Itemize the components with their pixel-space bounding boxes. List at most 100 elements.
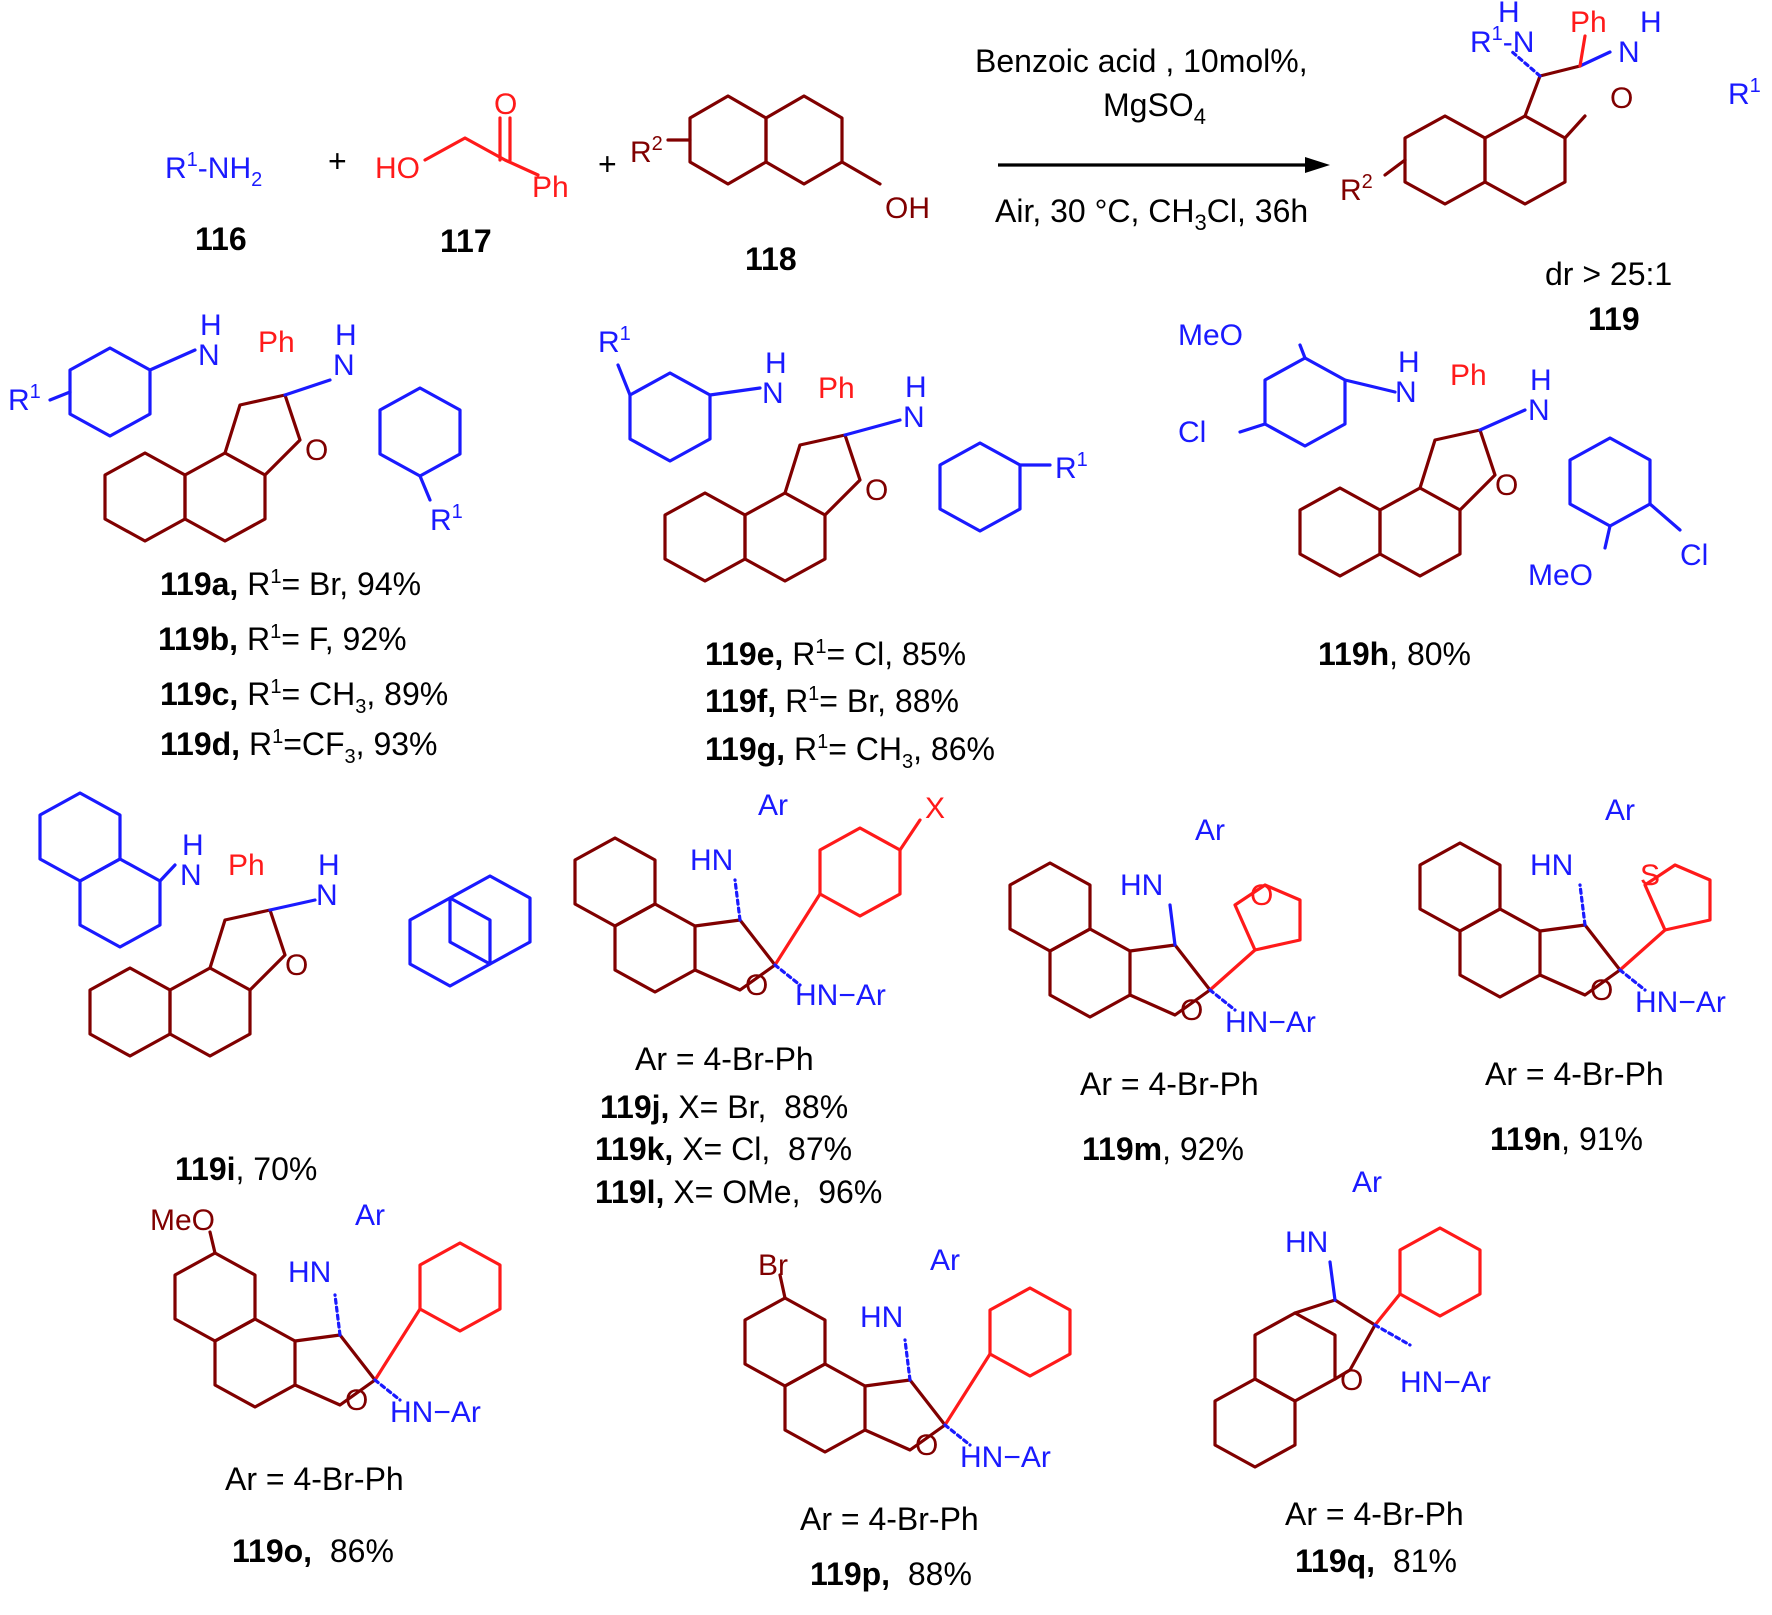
ketone-o: O: [494, 88, 517, 121]
o: O: [285, 949, 308, 982]
caption-119k: 119k, X= Cl, 87%: [595, 1131, 852, 1167]
caption-119d: 119d, R1=CF3, 93%: [160, 726, 437, 768]
naphthyl-right-b: [448, 874, 532, 966]
ketone-chain: [423, 136, 540, 177]
caption-119c: 119c, R1= CH3, 89%: [160, 676, 448, 718]
caption-119p: Ar = 4-Br-Ph 119p, 88%: [800, 1501, 979, 1592]
nh-bond-right: [1478, 408, 1527, 432]
ar-def-119o: Ar = 4-Br-Ph: [225, 1461, 404, 1497]
naph-ring-a: [173, 1251, 257, 1343]
product-h-2: H: [1640, 6, 1662, 39]
product-ring-b: [1483, 114, 1567, 206]
naph-ring-a: [573, 836, 657, 928]
furyl-ring: [1233, 883, 1302, 952]
hn-bond-bottom: [1208, 988, 1237, 1012]
caption-119o-text: 119o, 86%: [232, 1533, 394, 1569]
n-1: N: [180, 859, 202, 892]
nh-bond-left: [708, 386, 762, 397]
ar-def-119j-l: Ar = 4-Br-Ph: [635, 1041, 814, 1077]
naphthol-oh-bond: [840, 160, 882, 186]
meo-bond: [208, 1230, 217, 1255]
naph-ring-b: [168, 966, 252, 1058]
caption-119q: Ar = 4-Br-Ph 119q, 81%: [1285, 1496, 1464, 1579]
ar-def-119m: Ar = 4-Br-Ph: [1080, 1066, 1259, 1102]
reactant-ketone-117: HO O Ph 117: [375, 88, 569, 259]
n-2: N: [903, 401, 925, 434]
n-1: N: [762, 377, 784, 410]
hn-top: HN: [1285, 1226, 1328, 1259]
naphthol-r2: R2: [630, 133, 663, 169]
naph-ring-a: [1253, 1311, 1337, 1403]
caption-119h: 119h, 80%: [1318, 636, 1471, 672]
o: O: [1590, 974, 1613, 1007]
product-furan-c1: [1523, 64, 1582, 118]
structure-119n: S Ar HN O HN−Ar: [1418, 794, 1726, 1019]
hn-bond-top: [1328, 1260, 1337, 1302]
meo: MeO: [150, 1204, 215, 1237]
hnar-bottom: HN−Ar: [1400, 1366, 1491, 1399]
reactant-naphthol-118: R2 OH 118: [630, 94, 930, 277]
phenyl-bond: [1373, 1292, 1402, 1327]
caption-119n: Ar = 4-Br-Ph 119n, 91%: [1485, 1056, 1664, 1157]
o: O: [745, 969, 768, 1002]
x-bond: [898, 818, 922, 852]
n-2: N: [1528, 394, 1550, 427]
ar-def-119p: Ar = 4-Br-Ph: [800, 1501, 979, 1537]
cl-bond-right: [1648, 502, 1682, 532]
hnar-bottom: HN−Ar: [390, 1396, 481, 1429]
product-n-bond-2: [1578, 50, 1612, 68]
naph-ring-a: [743, 1296, 827, 1388]
naphthyl-left-a: [38, 791, 122, 883]
naph-ring-b: [783, 1362, 867, 1454]
naph-ring-a: [88, 966, 172, 1058]
caption-119o: Ar = 4-Br-Ph 119o, 86%: [225, 1461, 404, 1569]
naph-ring-a: [663, 491, 747, 583]
ketone-ho: HO: [375, 152, 420, 185]
ph: Ph: [1450, 359, 1487, 392]
aryl-ring-x: [818, 826, 902, 918]
ar-top: Ar: [1352, 1166, 1382, 1199]
compound-label-119: 119: [1588, 301, 1640, 337]
caption-119f: 119f, R1= Br, 88%: [705, 683, 959, 719]
compound-label-117: 117: [440, 223, 492, 259]
ar-top: Ar: [1195, 814, 1225, 847]
naph-ring-b: [213, 1317, 297, 1409]
product-furan-o-bond: [1563, 114, 1587, 140]
reactant-amine-116: R1-NH2 116: [165, 149, 262, 257]
hn-top: HN: [1120, 869, 1163, 902]
plus-sign-1: +: [328, 143, 347, 179]
furyl-o: O: [1250, 879, 1273, 912]
caption-119m-text: 119m, 92%: [1082, 1131, 1244, 1167]
phenyl-ring: [418, 1241, 502, 1333]
caption-119n-text: 119n, 91%: [1490, 1121, 1643, 1157]
furan-ring: [783, 433, 862, 517]
nh-bond-left: [158, 863, 177, 883]
caption-119g: 119g, R1= CH3, 86%: [705, 731, 995, 773]
caption-119e-g: 119e, R1= Cl, 85% 119f, R1= Br, 88% 119g…: [705, 636, 995, 773]
compound-label-116: 116: [195, 221, 247, 257]
naph-ring-a: [1008, 861, 1092, 953]
reaction-conditions: Benzoic acid , 10mol%, MgSO4 Air, 30 °C,…: [975, 43, 1330, 235]
br: Br: [758, 1249, 788, 1282]
furan-ring: [223, 393, 302, 477]
cl-left: Cl: [1178, 416, 1206, 449]
caption-119p-text: 119p, 88%: [810, 1556, 972, 1592]
r1-bond-right: [418, 474, 432, 502]
conditions-line-3: Air, 30 °C, CH3Cl, 36h: [995, 193, 1308, 235]
structure-119m: O Ar HN O HN−Ar: [1008, 814, 1316, 1039]
naph-ring-b: [743, 491, 827, 583]
ar-top: Ar: [930, 1244, 960, 1277]
hn-bond-bottom: [773, 963, 802, 987]
meo-left: MeO: [1178, 319, 1243, 352]
o: O: [1340, 1364, 1363, 1397]
hn-bond-bottom: [1373, 1323, 1412, 1347]
structure-119q: Ar HN O HN−Ar: [1213, 1166, 1491, 1469]
cl-right: Cl: [1680, 539, 1708, 572]
naph-ring-a: [103, 451, 187, 543]
o: O: [1495, 469, 1518, 502]
hn-bond-bottom: [1618, 968, 1647, 992]
structure-119a-d: H N Ph H N O R1 R1: [8, 309, 463, 543]
phenyl-bond: [943, 1352, 992, 1427]
n-1: N: [1395, 376, 1417, 409]
